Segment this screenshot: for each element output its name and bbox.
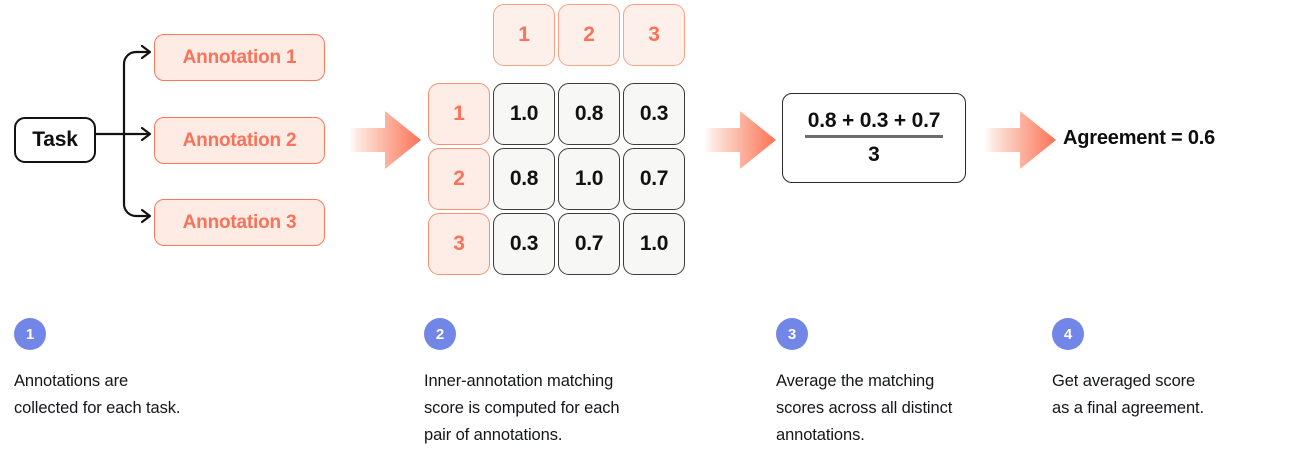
- matrix-cell-1-1: 1.0: [493, 83, 555, 145]
- step-2: 2 Inner-annotation matching score is com…: [424, 318, 714, 449]
- step-text-2: Inner-annotation matching score is compu…: [424, 372, 620, 444]
- matrix-row-header-1: 1: [428, 83, 490, 145]
- step-1: 1 Annotations are collected for each tas…: [14, 318, 244, 422]
- arrow-right-icon-2: [704, 111, 776, 169]
- matrix-cell-3-1: 0.3: [493, 213, 555, 275]
- matrix-row-header-2: 2: [428, 148, 490, 210]
- matrix-cell-1-2: 0.8: [558, 83, 620, 145]
- agreement-result: Agreement = 0.6: [1063, 127, 1216, 149]
- step-4: 4 Get averaged score as a final agreemen…: [1052, 318, 1302, 422]
- step-badge-2: 2: [424, 318, 456, 350]
- formula-fraction-bar: [805, 135, 943, 138]
- annotation-box-3: Annotation 3: [154, 199, 325, 246]
- step-badge-4: 4: [1052, 318, 1084, 350]
- matrix-col-header-1: 1: [493, 4, 555, 66]
- matrix-cell-2-1: 0.8: [493, 148, 555, 210]
- arrow-right-icon-3: [984, 111, 1056, 169]
- annotation-label-2: Annotation 2: [182, 129, 297, 151]
- matrix-row-header-3: 3: [428, 213, 490, 275]
- step-text-3: Average the matching scores across all d…: [776, 372, 953, 444]
- matrix-col-header-2: 2: [558, 4, 620, 66]
- average-formula-box: 0.8 + 0.3 + 0.7 3: [782, 93, 966, 183]
- formula-denominator: 3: [868, 142, 880, 166]
- matrix-cell-1-3: 0.3: [623, 83, 685, 145]
- step-text-1: Annotations are collected for each task.: [14, 372, 181, 417]
- step-badge-1: 1: [14, 318, 46, 350]
- arrow-right-icon-1: [349, 111, 421, 169]
- annotation-label-3: Annotation 3: [182, 211, 297, 233]
- step-badge-3: 3: [776, 318, 808, 350]
- annotation-label-1: Annotation 1: [182, 46, 297, 68]
- matrix-cell-3-3: 1.0: [623, 213, 685, 275]
- branch-connector-icon: [94, 44, 152, 224]
- formula-numerator: 0.8 + 0.3 + 0.7: [807, 109, 941, 133]
- annotation-box-1: Annotation 1: [154, 34, 325, 81]
- matrix-cell-2-3: 0.7: [623, 148, 685, 210]
- step-text-4: Get averaged score as a final agreement.: [1052, 372, 1204, 417]
- task-node: Task: [14, 117, 96, 163]
- step-3: 3 Average the matching scores across all…: [776, 318, 1026, 449]
- matrix-cell-3-2: 0.7: [558, 213, 620, 275]
- matrix-col-header-3: 3: [623, 4, 685, 66]
- matrix-cell-2-2: 1.0: [558, 148, 620, 210]
- task-label: Task: [32, 128, 78, 151]
- annotation-box-2: Annotation 2: [154, 117, 325, 164]
